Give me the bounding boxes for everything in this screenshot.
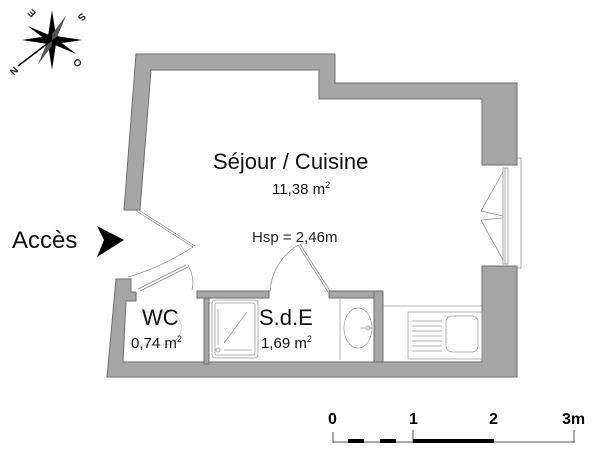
area-unit-sup: 2 (325, 180, 331, 190)
room-area-sde: 1,69 m2 (261, 334, 312, 352)
walls (106, 53, 518, 378)
area-value: 0,74 m (131, 335, 177, 352)
room-name-sejour: Séjour / Cuisine (213, 149, 369, 174)
room-area-sejour: 11,38 m2 (272, 180, 330, 198)
ceiling-height-label: Hsp = 2,46m (252, 229, 338, 246)
area-value: 1,69 m (261, 335, 307, 352)
scale-bar (332, 430, 575, 443)
shower-icon (211, 299, 259, 359)
room-area-wc: 0,74 m2 (131, 334, 182, 352)
entry-door-icon (127, 208, 196, 292)
room-name-sde: S.d.E (259, 305, 313, 330)
entry-label: Accès (12, 227, 78, 254)
area-unit-sup: 2 (306, 334, 312, 344)
window-icon (480, 157, 522, 269)
kitchen-sink-icon (383, 305, 483, 360)
area-value: 11,38 m (272, 181, 326, 198)
room-name-wc: WC (142, 305, 179, 330)
washbasin-icon (339, 298, 373, 360)
bathroom-door-icon (269, 243, 331, 293)
area-unit-sup: 2 (176, 334, 182, 344)
scale-tick-0: 0 (328, 411, 337, 428)
entry-arrow-icon (97, 226, 124, 257)
toilet-icon (140, 311, 182, 346)
scale-tick-2: 2 (489, 411, 498, 428)
scale-tick-1: 1 (409, 411, 418, 428)
compass-rose-icon (17, 10, 82, 70)
scale-tick-3m: 3m (562, 411, 586, 428)
